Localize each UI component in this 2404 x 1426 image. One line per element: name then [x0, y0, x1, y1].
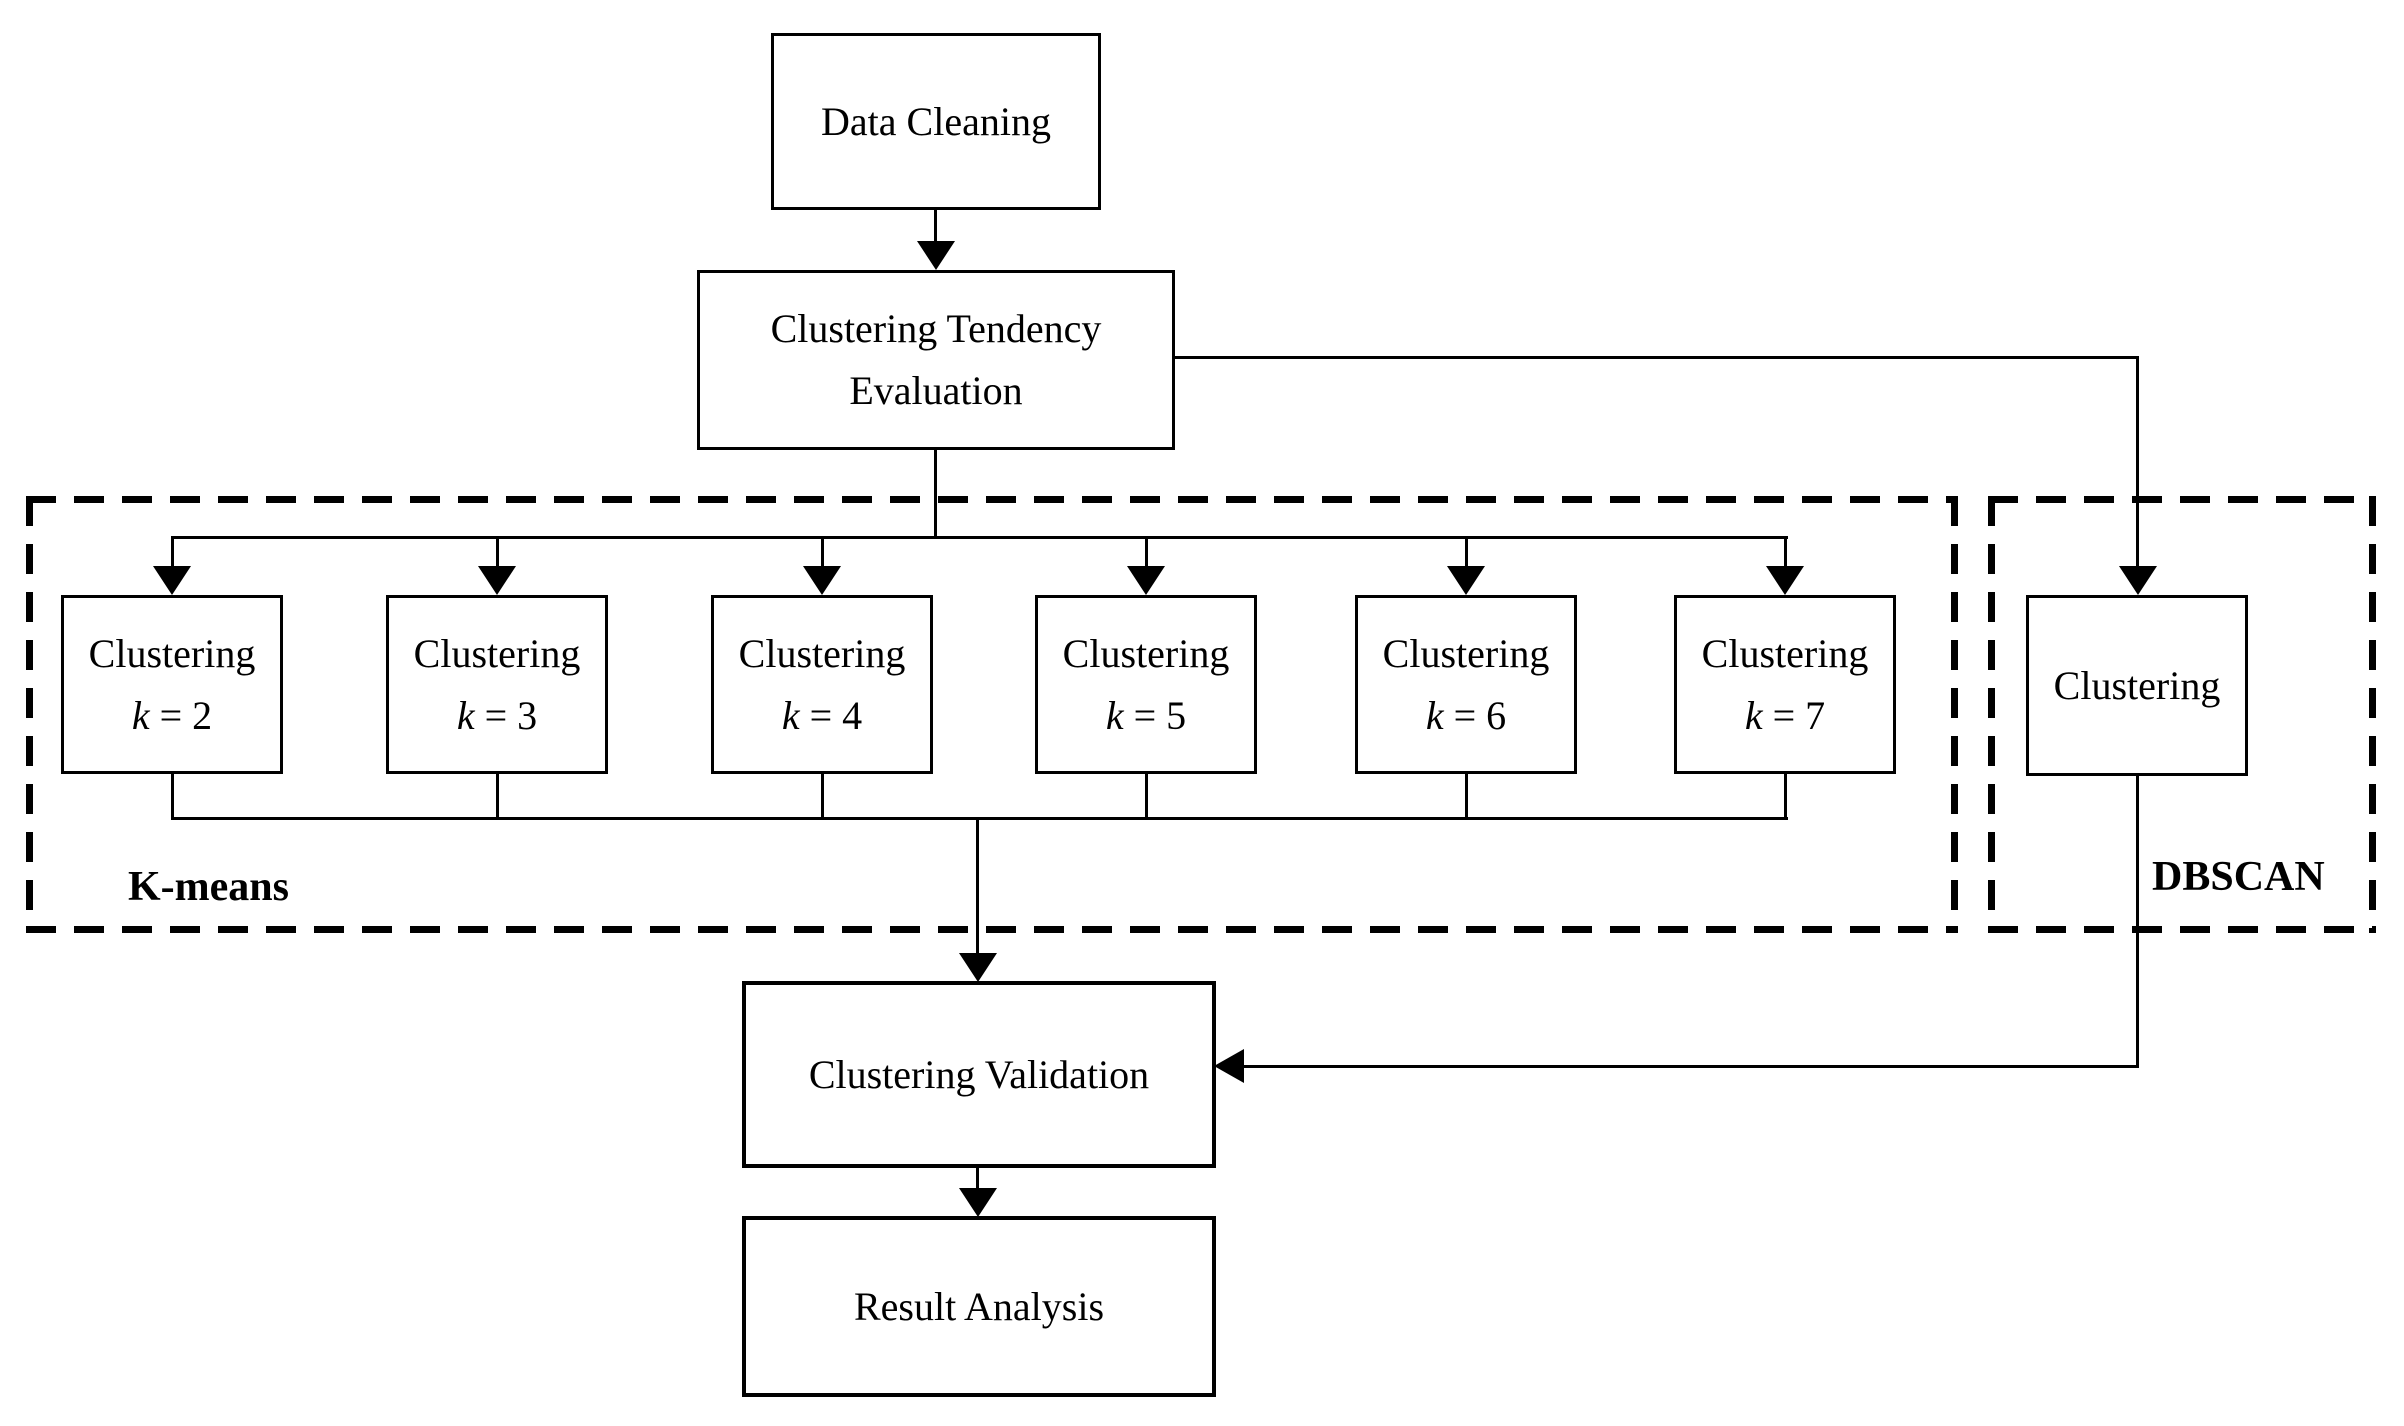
- node-clustering-k5: Clustering k = 5: [1035, 595, 1257, 774]
- k-variable: k: [1425, 692, 1444, 738]
- node-clustering-k3: Clustering k = 3: [386, 595, 608, 774]
- dbscan-group-border-bottom: [1988, 926, 2376, 933]
- node-clustering-validation-label: Clustering Validation: [808, 1051, 1150, 1097]
- kmeans-group-label: K-means: [128, 864, 289, 910]
- stub-k3-to-collector: [496, 772, 499, 820]
- arrowhead-into-k7: [1766, 566, 1804, 595]
- arrowhead-into-dbscan-clustering: [2119, 566, 2157, 595]
- node-k2-param: k = 2: [132, 685, 212, 747]
- node-clustering-validation: Clustering Validation: [742, 981, 1216, 1168]
- node-k5-label: Clustering: [1062, 630, 1230, 676]
- k-value: = 7: [1762, 692, 1826, 738]
- connector-dbscan-to-validation: [1242, 1065, 2139, 1068]
- branch-line-k3: [496, 538, 499, 568]
- stub-k2-to-collector: [171, 772, 174, 820]
- arrowhead-into-k6: [1447, 566, 1485, 595]
- k-value: = 2: [149, 692, 213, 738]
- dbscan-group-label: DBSCAN: [2152, 854, 2325, 900]
- k-value: = 4: [799, 692, 863, 738]
- dbscan-group-border-right: [2369, 496, 2376, 933]
- arrowhead-into-validation-right: [1214, 1049, 1244, 1083]
- k-variable: k: [131, 692, 150, 738]
- node-data-cleaning: Data Cleaning: [771, 33, 1101, 210]
- connector-validation-to-result: [976, 1166, 979, 1190]
- connector-tendency-to-dbscan-horizontal: [1173, 356, 2139, 359]
- kmeans-group-border-top: [26, 496, 1958, 503]
- node-clustering-k2: Clustering k = 2: [61, 595, 283, 774]
- distribution-line: [171, 536, 1788, 539]
- k-variable: k: [781, 692, 800, 738]
- kmeans-group-border-left: [26, 496, 33, 933]
- connector-datacleaning-to-tendency: [934, 208, 937, 244]
- node-k5-param: k = 5: [1106, 685, 1186, 747]
- connector-kmeans-to-validation: [976, 817, 979, 955]
- node-result-analysis: Result Analysis: [742, 1216, 1216, 1397]
- node-clustering-k6: Clustering k = 6: [1355, 595, 1577, 774]
- k-value: = 3: [474, 692, 538, 738]
- branch-line-k5: [1145, 538, 1148, 568]
- stub-k4-to-collector: [821, 772, 824, 820]
- node-clustering-k7: Clustering k = 7: [1674, 595, 1896, 774]
- stub-k7-to-collector: [1784, 772, 1787, 820]
- branch-line-k4: [821, 538, 824, 568]
- k-variable: k: [1744, 692, 1763, 738]
- arrowhead-into-k3: [478, 566, 516, 595]
- node-result-analysis-label: Result Analysis: [853, 1283, 1105, 1329]
- k-value: = 5: [1123, 692, 1187, 738]
- node-clustering-tendency-evaluation: Clustering Tendency Evaluation: [697, 270, 1175, 450]
- arrowhead-into-validation-top: [959, 953, 997, 982]
- branch-line-k6: [1465, 538, 1468, 568]
- arrowhead-into-k2: [153, 566, 191, 595]
- k-value: = 6: [1443, 692, 1507, 738]
- node-k7-param: k = 7: [1745, 685, 1825, 747]
- node-k3-label: Clustering: [413, 630, 581, 676]
- node-clustering-k4: Clustering k = 4: [711, 595, 933, 774]
- node-data-cleaning-label: Data Cleaning: [821, 98, 1051, 144]
- dbscan-group-border-top: [1988, 496, 2376, 503]
- arrowhead-into-k5: [1127, 566, 1165, 595]
- node-tendency-label-line1: Clustering Tendency: [770, 306, 1102, 351]
- k-variable: k: [1105, 692, 1124, 738]
- node-tendency-label-line2: Evaluation: [849, 368, 1023, 413]
- node-k6-label: Clustering: [1382, 630, 1550, 676]
- node-dbscan-clustering-label: Clustering: [2053, 662, 2221, 708]
- k-variable: k: [456, 692, 475, 738]
- dbscan-group-border-left: [1988, 496, 1995, 933]
- kmeans-group-border-right: [1951, 496, 1958, 933]
- arrowhead-into-result: [959, 1188, 997, 1217]
- connector-tendency-to-distribution: [934, 448, 937, 539]
- stub-k6-to-collector: [1465, 772, 1468, 820]
- connector-tendency-to-dbscan-vertical: [2136, 356, 2139, 568]
- arrowhead-into-k4: [803, 566, 841, 595]
- node-dbscan-clustering: Clustering: [2026, 595, 2248, 776]
- stub-k5-to-collector: [1145, 772, 1148, 820]
- node-k7-label: Clustering: [1701, 630, 1869, 676]
- collector-line: [171, 817, 1788, 820]
- node-k4-param: k = 4: [782, 685, 862, 747]
- node-k2-label: Clustering: [88, 630, 256, 676]
- node-k4-label: Clustering: [738, 630, 906, 676]
- arrowhead-into-tendency: [917, 241, 955, 270]
- branch-line-k2: [171, 538, 174, 568]
- node-k3-param: k = 3: [457, 685, 537, 747]
- branch-line-k7: [1784, 538, 1787, 568]
- connector-dbscan-down: [2136, 774, 2139, 1068]
- kmeans-group-border-bottom: [26, 926, 1958, 933]
- node-k6-param: k = 6: [1426, 685, 1506, 747]
